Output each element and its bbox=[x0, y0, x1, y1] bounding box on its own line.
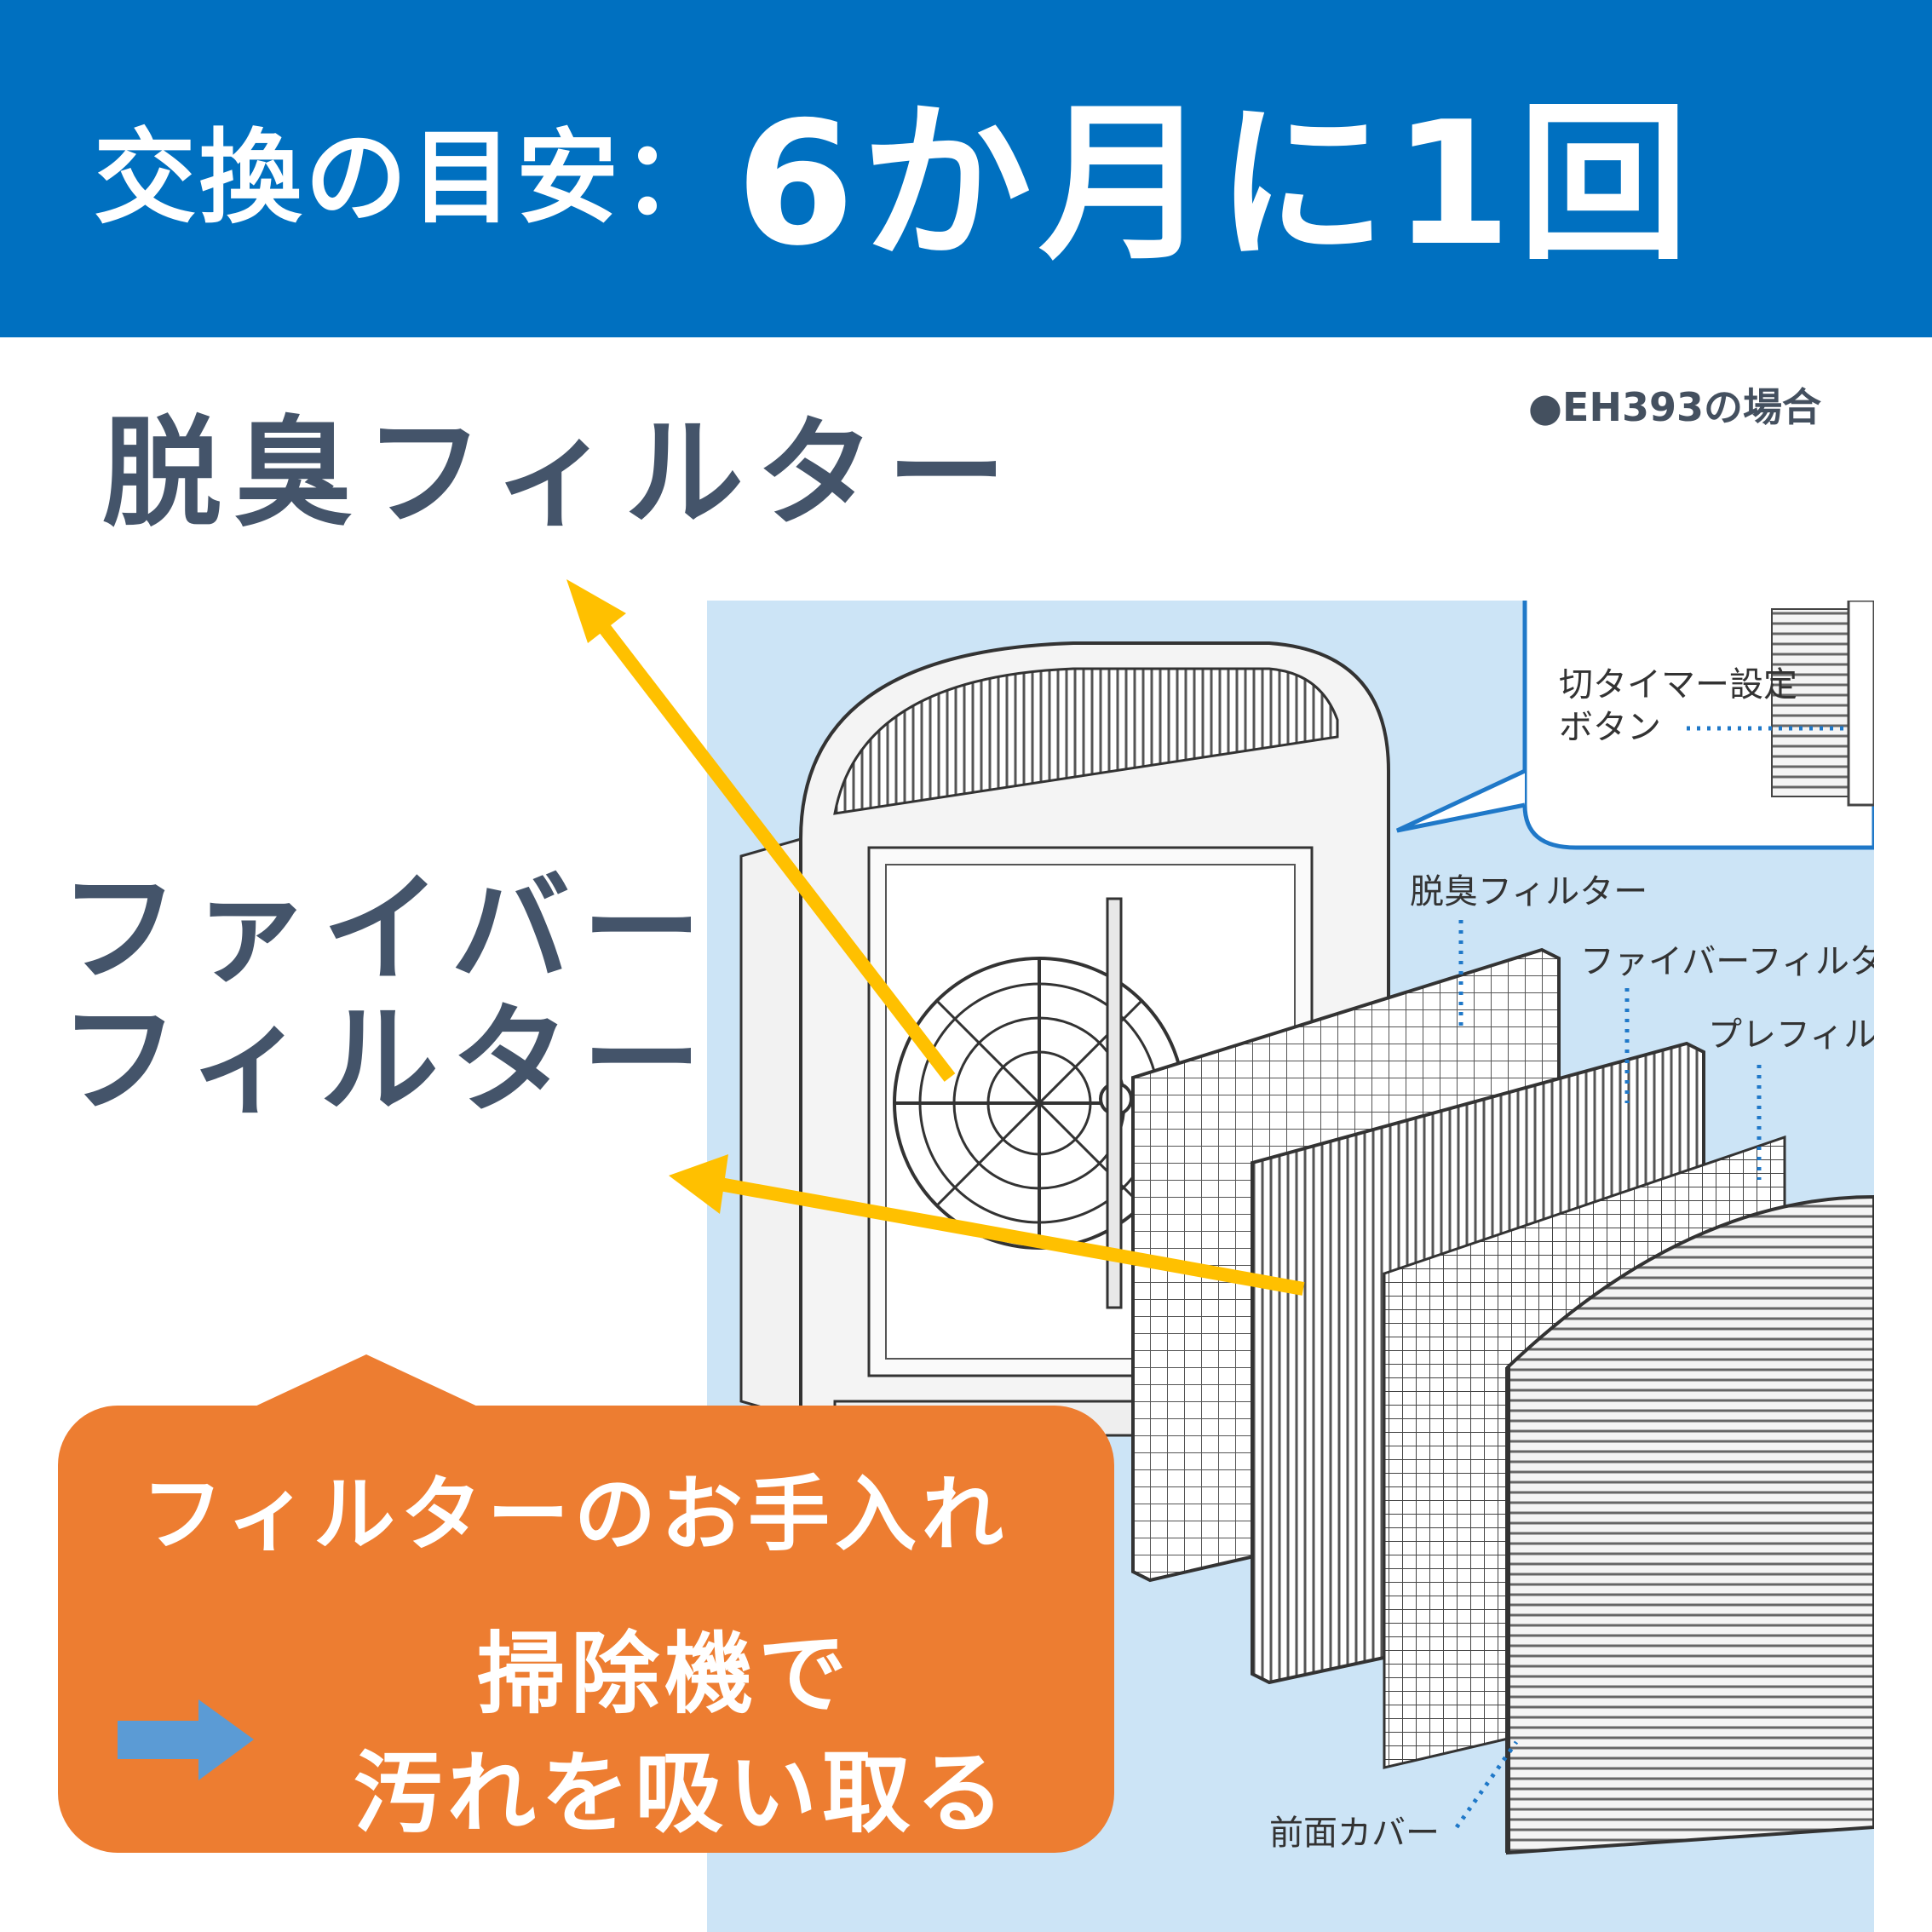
banner-value: 6か月に1回 bbox=[736, 85, 1696, 284]
callout-title: フィルターのお手入れ bbox=[141, 1467, 1009, 1562]
part-fiber-label: ファイバーフィルタ bbox=[1580, 942, 1874, 981]
deodor-filter-label: 脱臭フィルター bbox=[102, 405, 1019, 543]
timer-label-line2: ボタン bbox=[1559, 708, 1661, 747]
part-pre-label: プレフィル bbox=[1708, 1015, 1874, 1055]
model-note: ●EH393の場合 bbox=[1527, 384, 1821, 430]
callout-peak bbox=[239, 1354, 494, 1414]
header-banner: 交換の目安： 6か月に1回 bbox=[0, 0, 1932, 337]
callout-line1: 掃除機で bbox=[476, 1622, 852, 1726]
fiber-filter-label-line2: フィルター bbox=[60, 992, 714, 1130]
fiber-filter-label: ファイバー フィルター bbox=[60, 865, 713, 1127]
right-arrow-icon bbox=[118, 1699, 254, 1780]
banner-label: 交換の目安： bbox=[94, 119, 727, 238]
part-front-cover-label: 前面カバー bbox=[1269, 1814, 1440, 1853]
banner-text: 交換の目安： 6か月に1回 bbox=[94, 0, 1695, 337]
timer-label-line1: 切タイマー設定 bbox=[1559, 665, 1797, 704]
part-deodor-label: 脱臭フィルター bbox=[1410, 872, 1647, 911]
timer-button-callout: 切タイマー設定 ボタン bbox=[1395, 601, 1874, 850]
fiber-filter-label-line1: ファイバー bbox=[60, 860, 714, 999]
callout-line2: 汚れを吸い取る bbox=[353, 1741, 1009, 1845]
maintenance-callout bbox=[58, 1406, 1114, 1853]
front-cover-part: 前面カバー bbox=[1269, 1194, 1874, 1855]
